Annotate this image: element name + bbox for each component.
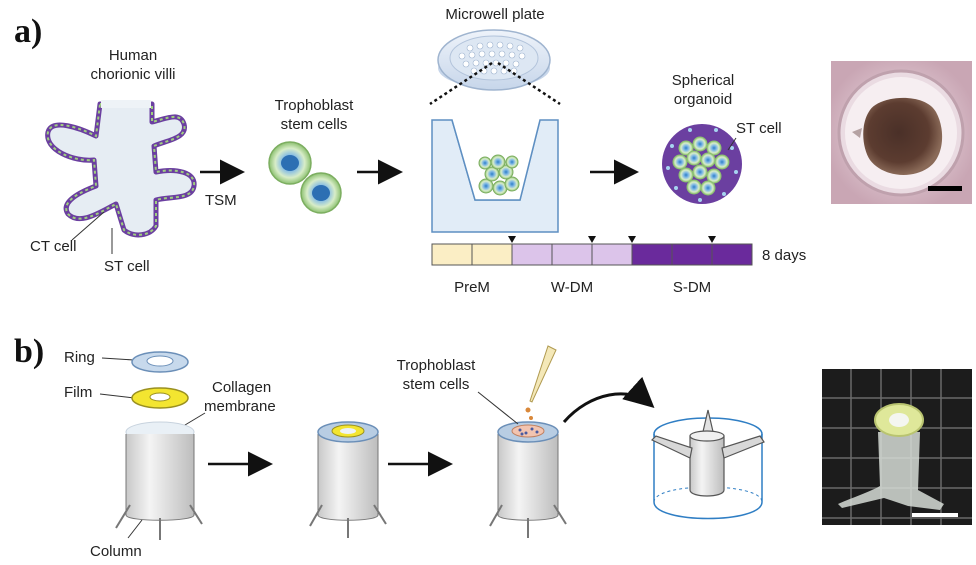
organoid-st-leader: [727, 137, 737, 151]
column-illustration-3: [489, 421, 567, 538]
microwell-plate-illustration: [429, 29, 561, 106]
film-illustration: [131, 387, 189, 409]
ring-label: Ring: [64, 349, 95, 366]
medium-change-marker: [508, 236, 516, 243]
organoid-micrograph: [831, 61, 972, 204]
ring-illustration: [131, 351, 189, 373]
medium-change-marker: [628, 236, 636, 243]
device-photograph: [822, 369, 972, 525]
panel-a-letter: a): [14, 13, 42, 50]
microwell-plate-label: Microwell plate: [445, 6, 544, 23]
tsc-b-leader: [477, 391, 519, 425]
st-cell-label: ST cell: [104, 258, 150, 275]
column-leader: [127, 519, 143, 539]
villi-title-line2: chorionic villi: [90, 66, 175, 83]
scale-bar: [928, 186, 962, 191]
stage-label-prem: PreM: [454, 279, 490, 296]
villi-title-line1: Human: [109, 47, 157, 64]
scale-bar: [912, 513, 958, 517]
ct-cell-leader: [71, 211, 105, 241]
trophoblast-cells-illustration: [268, 141, 342, 214]
tsc-b-label-line2: stem cells: [403, 376, 470, 393]
column-illustration-1: [115, 421, 203, 540]
organoid-title-line2: organoid: [674, 91, 732, 108]
ring-leader: [101, 357, 135, 361]
tsc-title-line2: stem cells: [281, 116, 348, 133]
organoid-title-line1: Spherical: [672, 72, 735, 89]
culture-timeline: [431, 236, 753, 266]
tsc-b-label-line1: Trophoblast: [397, 357, 476, 374]
stage-label-sdm: S-DM: [673, 279, 711, 296]
spherical-organoid-illustration: [662, 124, 742, 204]
panel-b-letter: b): [14, 333, 44, 370]
film-label: Film: [64, 384, 92, 401]
organoid-st-cell-label: ST cell: [736, 120, 782, 137]
tsm-label: TSM: [205, 192, 237, 209]
pipette-tip: [525, 345, 557, 420]
medium-change-marker: [708, 236, 716, 243]
arrow-culture: [562, 376, 655, 423]
medium-change-marker: [588, 236, 596, 243]
duration-label: 8 days: [762, 247, 806, 264]
collagen-label-line2: membrane: [204, 398, 276, 415]
collagen-label-line1: Collagen: [212, 379, 271, 396]
chorionic-villi-illustration: [45, 100, 197, 238]
air-liquid-interface-illustration: [650, 409, 765, 520]
film-leader: [99, 393, 135, 399]
column-illustration-2: [309, 421, 387, 538]
stage-label-wdm: W-DM: [551, 279, 593, 296]
ct-cell-label: CT cell: [30, 238, 76, 255]
column-label: Column: [90, 543, 142, 560]
microwell-cross-section: [431, 119, 559, 233]
cell-aggregate: [478, 154, 520, 196]
tsc-title-line1: Trophoblast: [275, 97, 354, 114]
